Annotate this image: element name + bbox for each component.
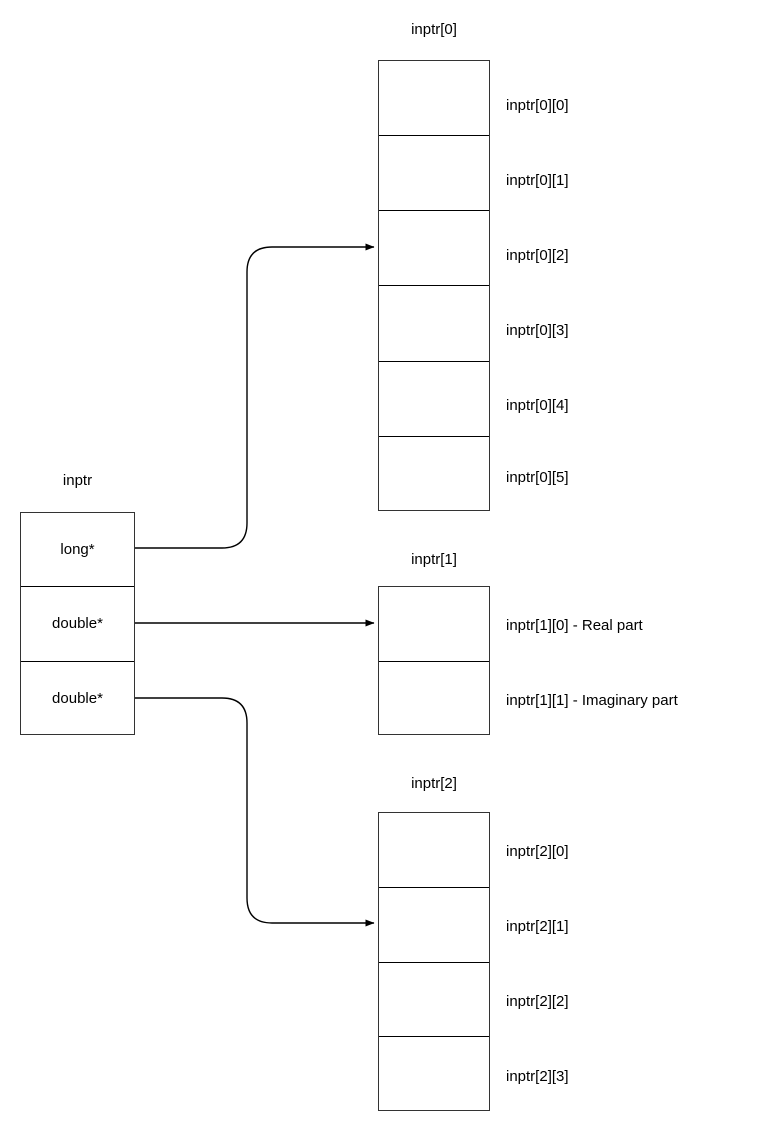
inptr0-cell-4 (379, 362, 489, 437)
inptr-cell-2-type: double* (52, 690, 103, 708)
inptr0-array-title: inptr[0] (411, 21, 457, 38)
connector-double-to-inptr2 (135, 697, 375, 927)
inptr2-cell-0 (379, 813, 489, 888)
inptr0-cell-5 (379, 437, 489, 512)
inptr2-cell-3 (379, 1037, 489, 1112)
inptr1-cell-1 (379, 662, 489, 737)
inptr2-label-2: inptr[2][2] (506, 993, 569, 1010)
connector-long-to-inptr0 (135, 243, 375, 549)
inptr1-array (378, 586, 490, 735)
inptr0-label-2: inptr[0][2] (506, 247, 569, 264)
inptr1-label-0: inptr[1][0] - Real part (506, 617, 643, 634)
inptr0-label-5: inptr[0][5] (506, 469, 569, 486)
inptr-table-title: inptr (62, 472, 93, 489)
inptr0-array (378, 60, 490, 511)
inptr-cell-1-type: double* (52, 615, 103, 633)
inptr0-label-4: inptr[0][4] (506, 397, 569, 414)
inptr1-array-title: inptr[1] (411, 551, 457, 568)
inptr1-label-1: inptr[1][1] - Imaginary part (506, 692, 678, 709)
inptr-cell-2: double* (21, 662, 134, 736)
inptr0-label-0: inptr[0][0] (506, 97, 569, 114)
inptr-cell-0-type: long* (60, 541, 95, 559)
inptr1-cell-0 (379, 587, 489, 662)
inptr0-cell-1 (379, 136, 489, 212)
inptr2-label-3: inptr[2][3] (506, 1068, 569, 1085)
inptr-cell-0: long* (21, 513, 134, 588)
inptr0-cell-2 (379, 211, 489, 287)
inptr2-cell-1 (379, 888, 489, 963)
inptr0-label-3: inptr[0][3] (506, 322, 569, 339)
inptr2-cell-2 (379, 963, 489, 1038)
inptr-table: long* double* double* (20, 512, 135, 735)
inptr0-cell-3 (379, 286, 489, 362)
inptr2-label-1: inptr[2][1] (506, 918, 569, 935)
inptr2-label-0: inptr[2][0] (506, 843, 569, 860)
inptr0-label-1: inptr[0][1] (506, 172, 569, 189)
inptr-cell-1: double* (21, 587, 134, 662)
inptr2-array-title: inptr[2] (411, 775, 457, 792)
inptr2-array (378, 812, 490, 1111)
inptr0-cell-0 (379, 61, 489, 137)
